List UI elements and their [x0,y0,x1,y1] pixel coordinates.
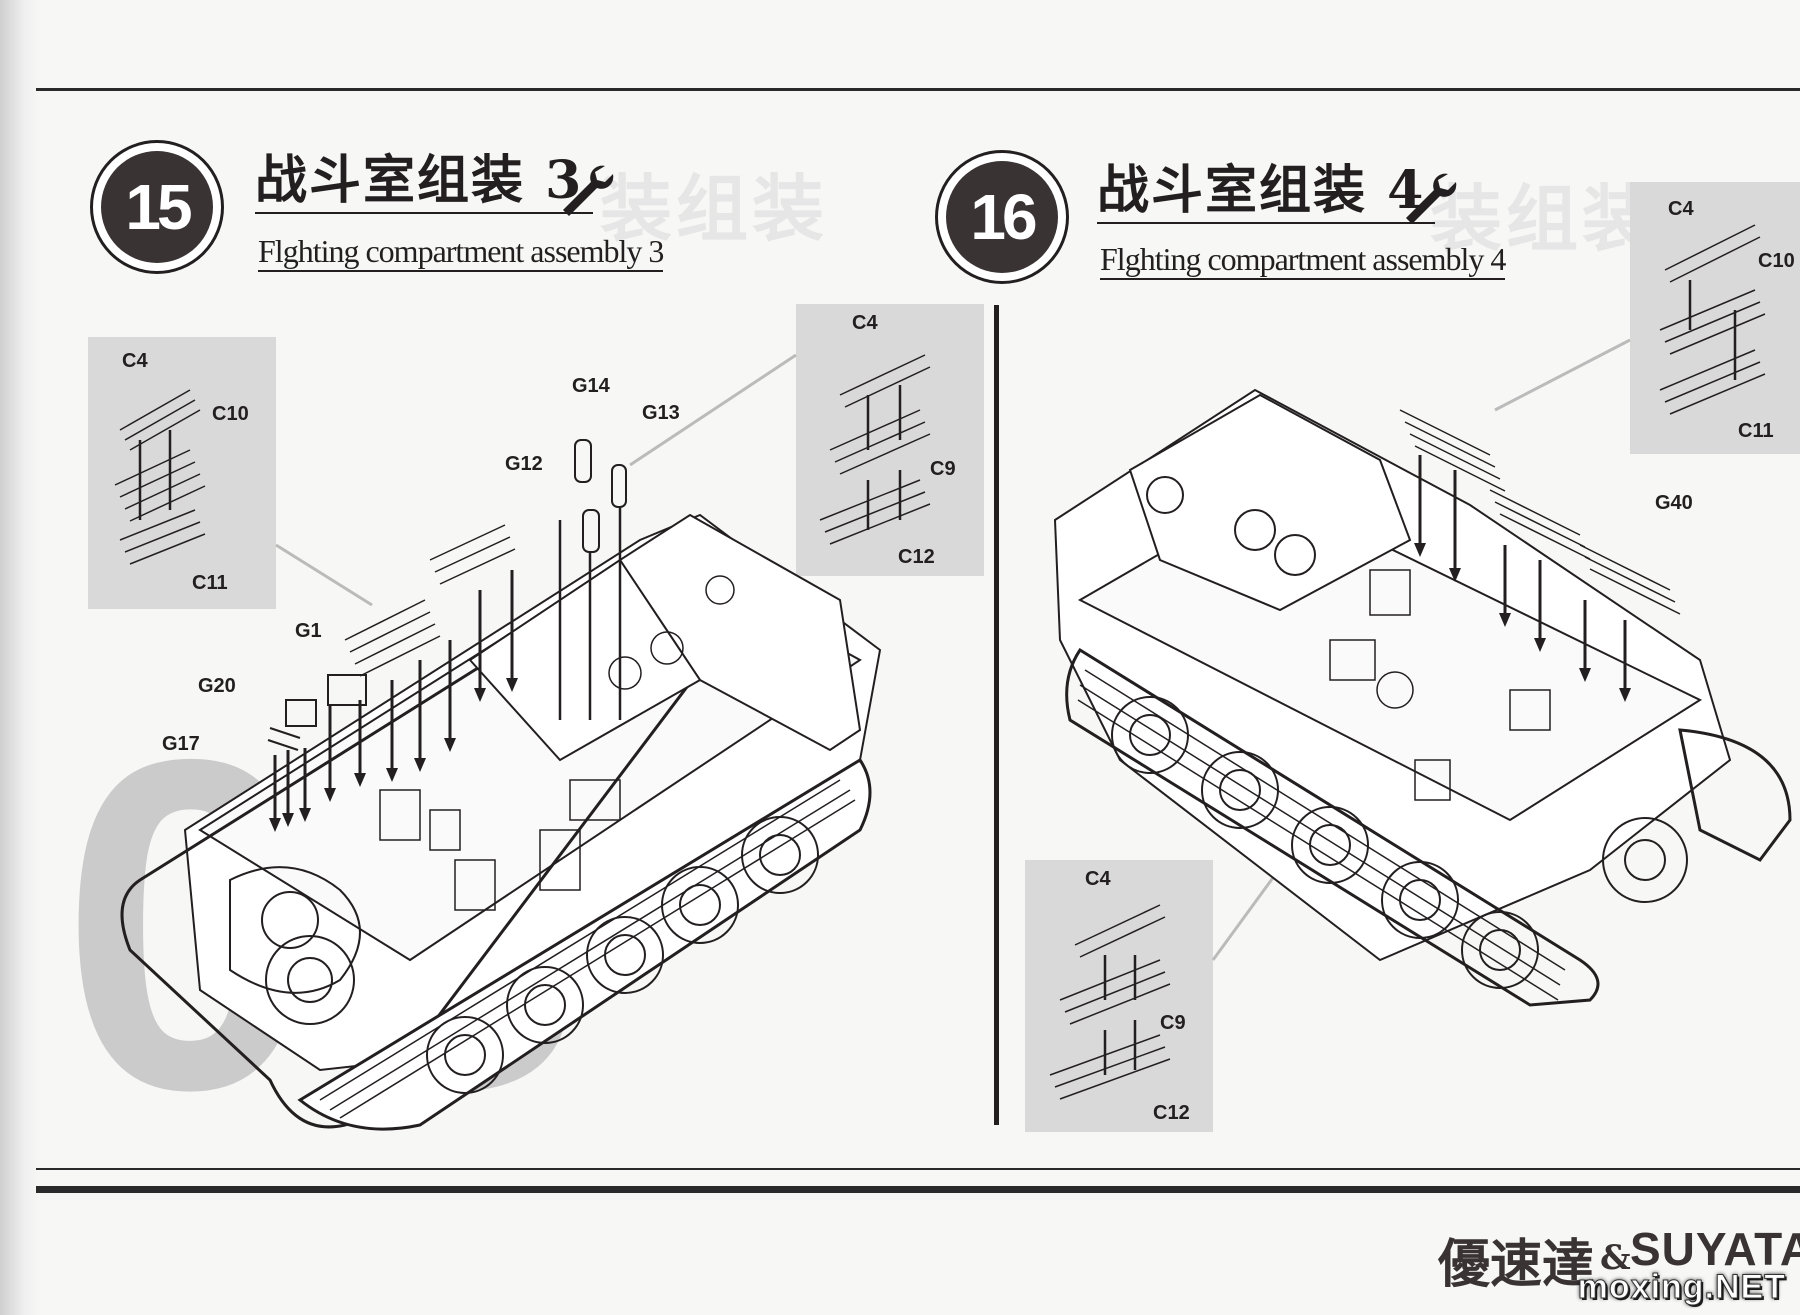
top-rule [36,88,1800,91]
brand-ampersand: & [1600,1238,1631,1278]
step-15-title-en: Flghting compartment assembly 3 [258,232,664,272]
step-number: 15 [101,151,213,263]
step-16-badge: 16 [935,150,1069,284]
part-label: G20 [198,675,236,697]
part-label: C11 [1738,420,1774,442]
part-label: G1 [295,620,322,642]
part-label: G14 [572,375,610,397]
step-16-top-inset [1630,182,1800,454]
part-label: C11 [192,572,228,594]
wrench-icon [1406,173,1457,224]
part-label: G40 [1655,492,1693,514]
brand-logo-latin: SUYATA [1630,1223,1800,1275]
faded-heading-bleed-2: 装组装 [1430,176,1659,261]
part-label: C12 [1153,1102,1190,1124]
step-15-left-inset [88,337,276,609]
part-label: G17 [162,733,200,755]
part-label: C4 [852,312,878,334]
site-watermark: moxing.NET [1577,1268,1786,1307]
page-spine [0,0,40,1315]
faded-heading-bleed: 装组装 [600,166,829,251]
part-label: C9 [930,458,956,480]
bottom-rule-thick [36,1186,1800,1193]
part-label: G12 [505,453,543,475]
wrench-icon [563,165,614,216]
part-label: C4 [1668,198,1694,220]
step-16-title-cn: 战斗室组装 4 [1097,160,1436,224]
part-label: C9 [1160,1012,1186,1034]
bottom-rule-thin [36,1168,1800,1170]
part-label: C10 [1758,250,1795,272]
part-label: C12 [898,546,935,568]
part-label: C10 [212,403,249,425]
part-label: C4 [122,350,148,372]
part-label: C4 [1085,868,1111,890]
step-15-badge: 15 [90,140,224,274]
step-number: 16 [946,161,1058,273]
step-divider [994,305,999,1125]
step-15-title-cn: 战斗室组装 3 [255,150,594,214]
brand-logo-cn: 優速達 [1438,1234,1595,1295]
part-label: G13 [642,402,680,424]
step-16-title-en: Flghting compartment assembly 4 [1100,240,1506,280]
